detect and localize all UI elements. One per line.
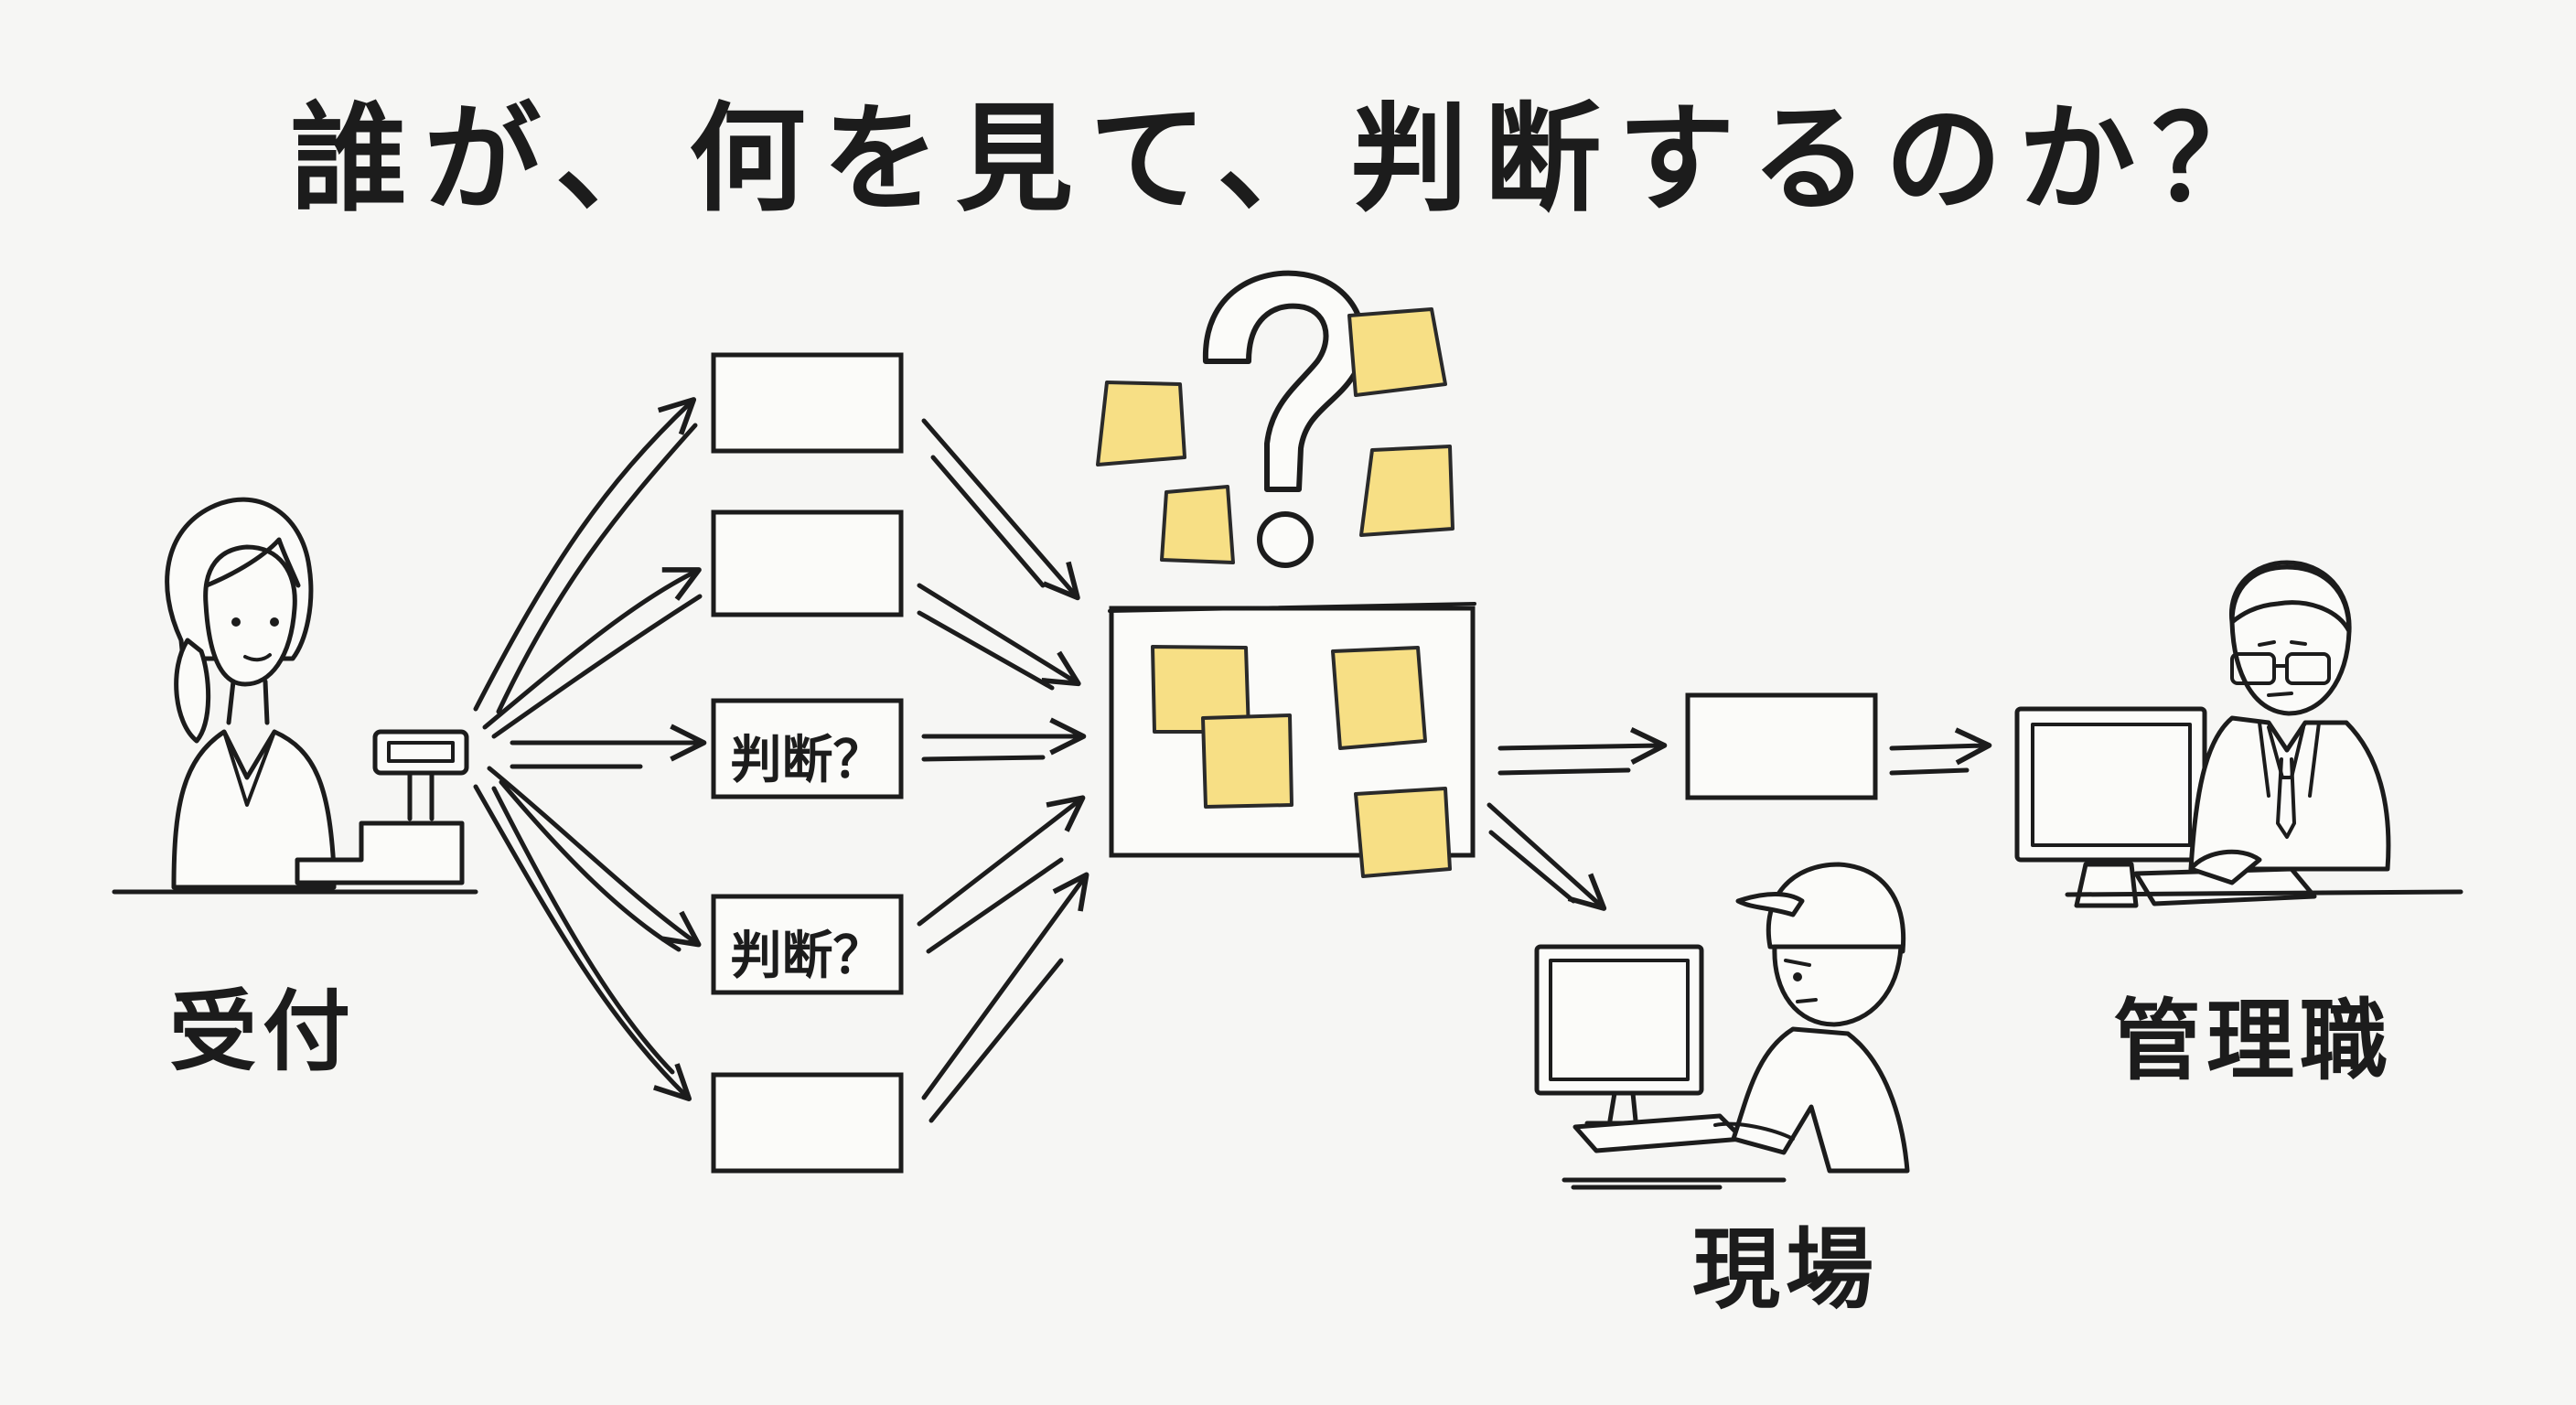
output-box (1685, 692, 1878, 800)
flow-box-3 (711, 698, 904, 799)
fan-out-arrows (473, 397, 707, 1101)
reception-person-illustration (112, 497, 478, 895)
cash-register-icon (295, 729, 469, 885)
question-mark-icon (1202, 270, 1367, 568)
field-label: 現場 (1692, 1218, 1879, 1321)
flow-box-1 (711, 352, 904, 454)
reception-label: 受付 (169, 981, 356, 1083)
floating-sticky-notes (1096, 307, 1454, 564)
flow-box-2 (711, 509, 904, 617)
diagram-title: 誰が、何を見て、判断するのか？ (290, 91, 2286, 228)
flow-box-3-label: 判断？ (730, 731, 885, 790)
flow-box-4-label: 判断？ (730, 927, 885, 986)
output-arrows (1487, 727, 1992, 911)
field-worker-illustration (1534, 862, 1910, 1190)
manager-illustration (2014, 560, 2463, 908)
manager-label: 管理職 (2113, 990, 2393, 1092)
sticky-note-board (1108, 602, 1476, 878)
sticky-note (1201, 713, 1293, 809)
flow-box-4 (711, 894, 904, 995)
converging-arrows (917, 418, 1089, 1123)
sticky-note (1331, 646, 1427, 750)
sticky-note (1354, 787, 1452, 878)
flow-box-5 (711, 1072, 904, 1174)
